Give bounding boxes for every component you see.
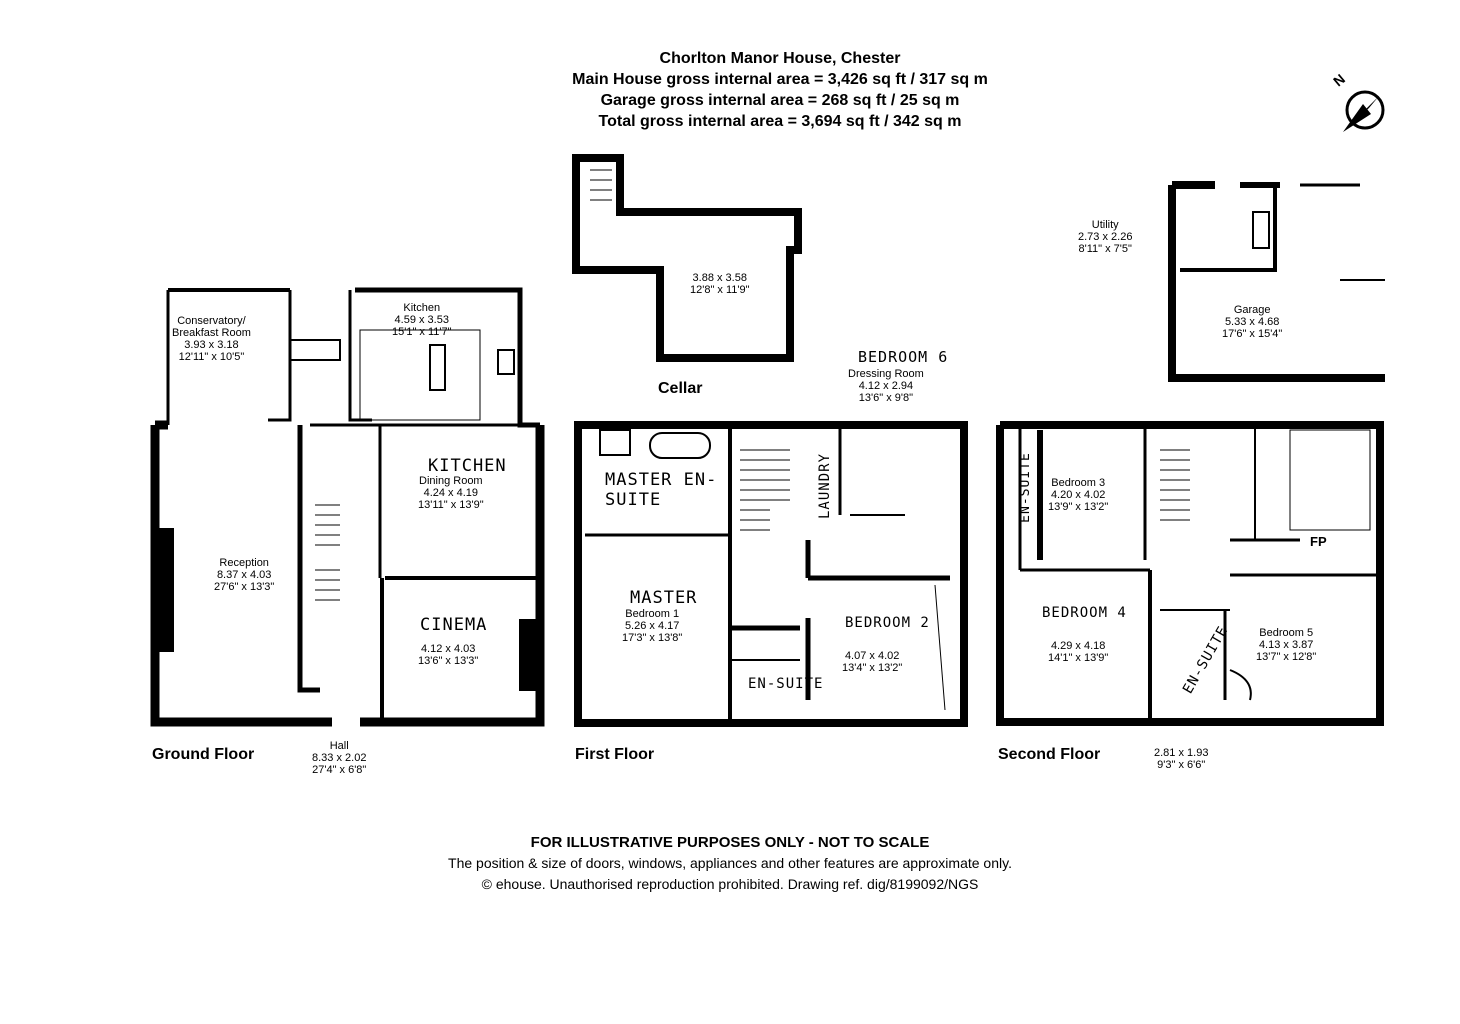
bedroom4-hand-label: BEDROOM 4: [1042, 605, 1127, 621]
north-arrow-icon: [1343, 90, 1385, 132]
kitchen-label: Kitchen 4.59 x 3.53 15'1" x 11'7": [392, 302, 452, 338]
bedroom5-label: Bedroom 5 4.13 x 3.87 13'7" x 12'8": [1256, 627, 1316, 663]
conservatory-dims-ft: 12'11" x 10'5": [178, 351, 245, 363]
hall-dims-ft: 27'4" x 6'8": [312, 764, 367, 776]
kitchen-dims-ft: 15'1" x 11'7": [392, 326, 452, 338]
dining-dims-m: 4.24 x 4.19: [423, 487, 479, 499]
master-dims-ft: 17'3" x 13'8": [622, 632, 683, 644]
second-floor-label: Second Floor: [998, 746, 1101, 763]
approximation-note: The position & size of doors, windows, a…: [448, 855, 1012, 871]
conservatory-name2: Breakfast Room: [172, 327, 251, 339]
master-label: Bedroom 1 5.26 x 4.17 17'3" x 13'8": [622, 608, 682, 644]
reception-name: Reception: [219, 557, 269, 569]
small-room-dims-m: 2.81 x 1.93: [1154, 747, 1209, 759]
dining-name: Dining Room: [419, 475, 483, 487]
fp-label: FP: [1310, 534, 1327, 549]
second-small-room-label: 2.81 x 1.93 9'3" x 6'6": [1154, 747, 1208, 771]
disclaimer-text: FOR ILLUSTRATIVE PURPOSES ONLY - NOT TO …: [530, 834, 930, 851]
property-title: Chorlton Manor House, Chester: [659, 50, 901, 67]
bedroom3-dims-m: 4.20 x 4.02: [1050, 489, 1106, 501]
utility-label: Utility 2.73 x 2.26 8'11" x 7'5": [1078, 219, 1132, 255]
garage-dims-m: 5.33 x 4.68: [1224, 316, 1280, 328]
first-ensuite2-hand-label: EN-SUITE: [748, 676, 824, 692]
cinema-dims-m: 4.12 x 4.03: [420, 643, 476, 655]
bedroom5-name: Bedroom 5: [1259, 627, 1314, 639]
reception-dims-m: 8.37 x 4.03: [216, 569, 272, 581]
master-name: Bedroom 1: [625, 608, 680, 620]
dining-dims-ft: 13'11" x 13'9": [418, 499, 484, 511]
dressing-label: Dressing Room 4.12 x 2.94 13'6" x 9'8": [848, 368, 924, 404]
kitchen-dims-m: 4.59 x 3.53: [394, 314, 449, 326]
bedroom3-name: Bedroom 3: [1051, 477, 1106, 489]
utility-name: Utility: [1091, 219, 1119, 231]
bedroom2-label: 4.07 x 4.02 13'4" x 13'2": [842, 650, 902, 674]
cellar-outline: [572, 154, 802, 362]
dining-label: Dining Room 4.24 x 4.19 13'11" x 13'9": [418, 475, 484, 511]
laundry-hand-label: LAUNDRY: [817, 452, 834, 520]
ground-floor-plan: [150, 287, 545, 727]
dining-hand-label: KITCHEN: [428, 456, 507, 476]
dressing-dims-m: 4.12 x 2.94: [858, 380, 914, 392]
cellar-label: Cellar: [658, 380, 703, 397]
first-floor-label: First Floor: [575, 746, 655, 763]
bedroom5-dims-m: 4.13 x 3.87: [1258, 639, 1314, 651]
master-hand-label: MASTER: [630, 588, 698, 608]
dressing-name: Dressing Room: [848, 368, 924, 380]
garage-label: Garage 5.33 x 4.68 17'6" x 15'4": [1222, 304, 1282, 340]
plan-footer: FOR ILLUSTRATIVE PURPOSES ONLY - NOT TO …: [330, 832, 1130, 895]
utility-dims-m: 2.73 x 2.26: [1078, 231, 1133, 243]
cinema-label: 4.12 x 4.03 13'6" x 13'3": [418, 643, 478, 667]
bedroom2-dims-ft: 13'4" x 13'2": [842, 662, 903, 674]
dressing-hand-label: BEDROOM 6: [858, 348, 949, 366]
small-room-dims-ft: 9'3" x 6'6": [1157, 759, 1206, 771]
bedroom4-label: 4.29 x 4.18 14'1" x 13'9": [1048, 640, 1108, 664]
kitchen-name: Kitchen: [403, 302, 441, 314]
garage-area-text: Garage gross internal area = 268 sq ft /…: [600, 92, 960, 109]
cellar-dims-ft: 12'8" x 11'9": [690, 284, 750, 296]
copyright-text: © ehouse. Unauthorised reproduction proh…: [481, 876, 979, 892]
bedroom4-dims-ft: 14'1" x 13'9": [1048, 652, 1109, 664]
bedroom2-hand-label: BEDROOM 2: [845, 615, 930, 631]
dressing-dims-ft: 13'6" x 9'8": [858, 392, 914, 404]
reception-label: Reception 8.37 x 4.03 27'6" x 13'3": [214, 557, 274, 593]
second-floor-plan: [996, 421, 1384, 726]
hall-label: Hall 8.33 x 2.02 27'4" x 6'8": [312, 740, 366, 776]
ground-floor-label: Ground Floor: [152, 746, 255, 763]
master-ensuite-hand-label: MASTER EN-SUITE: [605, 470, 718, 510]
master-dims-m: 5.26 x 4.17: [624, 620, 680, 632]
cellar-dims: 3.88 x 3.58 12'8" x 11'9": [690, 272, 750, 296]
cellar-dims-m: 3.88 x 3.58: [692, 272, 747, 284]
bedroom3-dims-ft: 13'9" x 13'2": [1048, 501, 1109, 513]
hall-dims-m: 8.33 x 2.02: [312, 752, 367, 764]
hall-name: Hall: [329, 740, 349, 752]
outbuilding-plan: [1168, 181, 1385, 382]
conservatory-label: Conservatory/ Breakfast Room 3.93 x 3.18…: [172, 315, 251, 363]
garage-dims-ft: 17'6" x 15'4": [1222, 328, 1283, 340]
conservatory-name: Conservatory/: [177, 315, 246, 327]
second-ensuite-left-hand-label: EN-SUITE: [1017, 452, 1033, 523]
reception-dims-ft: 27'6" x 13'3": [214, 581, 275, 593]
garage-name: Garage: [1233, 304, 1271, 316]
bedroom4-dims-m: 4.29 x 4.18: [1050, 640, 1106, 652]
main-area-text: Main House gross internal area = 3,426 s…: [572, 71, 988, 88]
cinema-dims-ft: 13'6" x 13'3": [418, 655, 479, 667]
cinema-hand-label: CINEMA: [420, 615, 488, 635]
utility-dims-ft: 8'11" x 7'5": [1078, 243, 1132, 255]
plan-header: Chorlton Manor House, Chester Main House…: [430, 48, 1130, 132]
first-floor-plan: [574, 421, 968, 727]
bedroom2-dims-m: 4.07 x 4.02: [844, 650, 900, 662]
conservatory-dims-m: 3.93 x 3.18: [184, 339, 239, 351]
total-area-text: Total gross internal area = 3,694 sq ft …: [598, 113, 962, 130]
bedroom5-dims-ft: 13'7" x 12'8": [1256, 651, 1317, 663]
bedroom3-label: Bedroom 3 4.20 x 4.02 13'9" x 13'2": [1048, 477, 1108, 513]
